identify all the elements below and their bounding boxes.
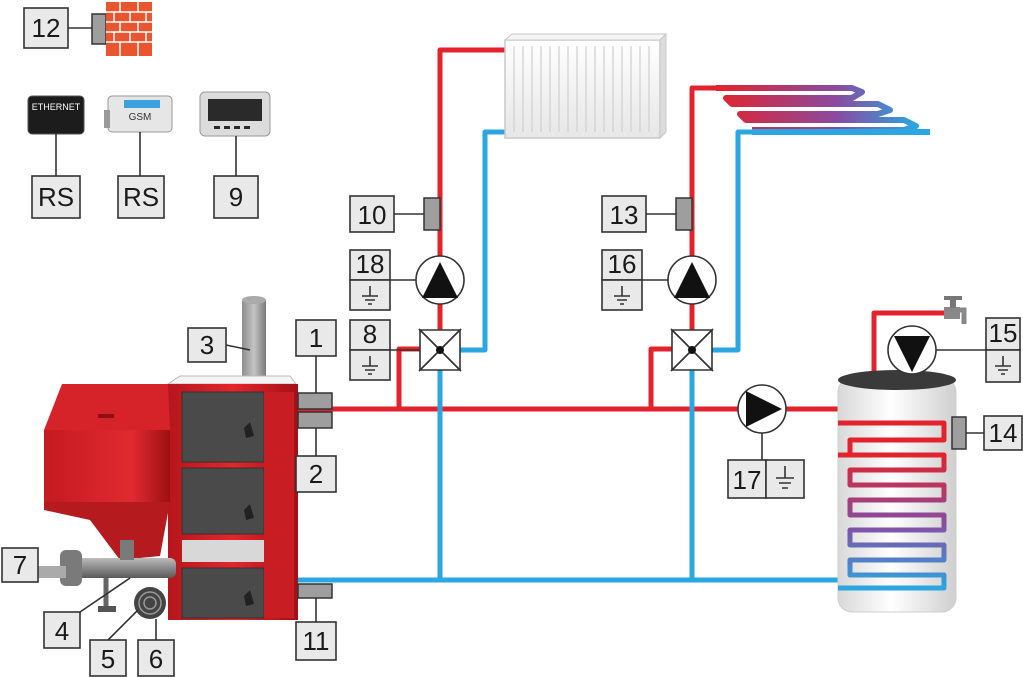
svg-text:5: 5 xyxy=(101,644,115,674)
mixing-valve-floor xyxy=(670,328,714,372)
svg-text:1: 1 xyxy=(309,323,323,353)
svg-text:18: 18 xyxy=(356,249,385,279)
underfloor-heating-coil xyxy=(716,85,930,135)
radiator-return-riser xyxy=(460,129,510,353)
room-panel xyxy=(199,91,271,176)
svg-text:10: 10 xyxy=(358,200,387,230)
floor-riser-pipe xyxy=(689,85,716,330)
label-boxes: 12 RS RS 9 10 18 xyxy=(1,7,1023,677)
chimney xyxy=(242,300,266,385)
svg-text:11: 11 xyxy=(303,626,330,656)
floor-supply-pipe xyxy=(648,346,672,409)
pump-radiator xyxy=(415,255,465,305)
brick-wall-icon xyxy=(106,2,152,56)
sensor-boiler-return-low xyxy=(297,583,333,599)
svg-text:12: 12 xyxy=(32,13,61,43)
svg-text:17: 17 xyxy=(733,465,762,495)
label-13: 13 xyxy=(601,195,676,233)
sensor-outdoor xyxy=(91,13,107,45)
ethernet-text: ETHERNET xyxy=(32,102,81,112)
label-rs-gsm: RS xyxy=(117,175,165,219)
label-10: 10 xyxy=(349,195,424,233)
feeder-auger xyxy=(36,540,176,619)
radiator-supply-pipe xyxy=(396,346,420,409)
ethernet-module: ETHERNET xyxy=(27,95,85,176)
label-rs-ethernet: RS xyxy=(31,175,81,219)
svg-text:RS: RS xyxy=(123,182,159,212)
label-9: 9 xyxy=(213,175,259,219)
dhw-outlet-pipe xyxy=(871,310,944,378)
gsm-module: GSM xyxy=(104,95,173,176)
label-4: 4 xyxy=(43,577,131,649)
label-7: 7 xyxy=(1,547,39,583)
radiator-riser-pipe xyxy=(437,47,510,330)
boiler xyxy=(166,296,298,620)
svg-text:16: 16 xyxy=(608,249,637,279)
label-18: 18 xyxy=(349,249,416,311)
sensor-boiler-return xyxy=(297,411,333,429)
pump-floor xyxy=(667,255,717,305)
label-11: 11 xyxy=(295,598,337,661)
pump-dhw xyxy=(737,384,787,434)
sensor-radiator xyxy=(423,197,441,231)
label-1: 1 xyxy=(295,319,337,393)
svg-text:RS: RS xyxy=(38,182,74,212)
label-12: 12 xyxy=(23,7,92,49)
sensor-tank xyxy=(951,416,967,450)
fuel-hopper xyxy=(44,384,170,560)
radiator xyxy=(503,32,668,140)
tap-icon xyxy=(944,296,967,324)
floor-return-riser xyxy=(712,129,752,353)
mixing-valve-radiator xyxy=(418,328,462,372)
label-6: 6 xyxy=(137,619,175,677)
label-3: 3 xyxy=(187,327,251,363)
label-8: 8 xyxy=(349,319,420,381)
sensor-floor xyxy=(675,197,693,231)
svg-text:3: 3 xyxy=(200,330,214,360)
svg-text:8: 8 xyxy=(363,319,377,349)
svg-text:13: 13 xyxy=(610,200,639,230)
hot-water-tank xyxy=(837,370,957,613)
svg-text:6: 6 xyxy=(149,644,163,674)
label-17: 17 xyxy=(727,433,805,499)
svg-text:2: 2 xyxy=(309,459,323,489)
svg-text:4: 4 xyxy=(55,616,69,646)
label-2: 2 xyxy=(295,428,337,493)
label-16: 16 xyxy=(601,249,668,311)
gsm-text: GSM xyxy=(129,112,152,123)
svg-text:15: 15 xyxy=(989,318,1018,348)
svg-text:7: 7 xyxy=(13,550,27,580)
label-15: 15 xyxy=(936,317,1021,383)
sensor-boiler-supply xyxy=(297,392,333,410)
pump-circulation xyxy=(887,325,937,375)
label-14: 14 xyxy=(966,415,1023,451)
label-5: 5 xyxy=(89,609,139,677)
svg-text:14: 14 xyxy=(989,418,1018,448)
svg-text:9: 9 xyxy=(229,182,243,212)
